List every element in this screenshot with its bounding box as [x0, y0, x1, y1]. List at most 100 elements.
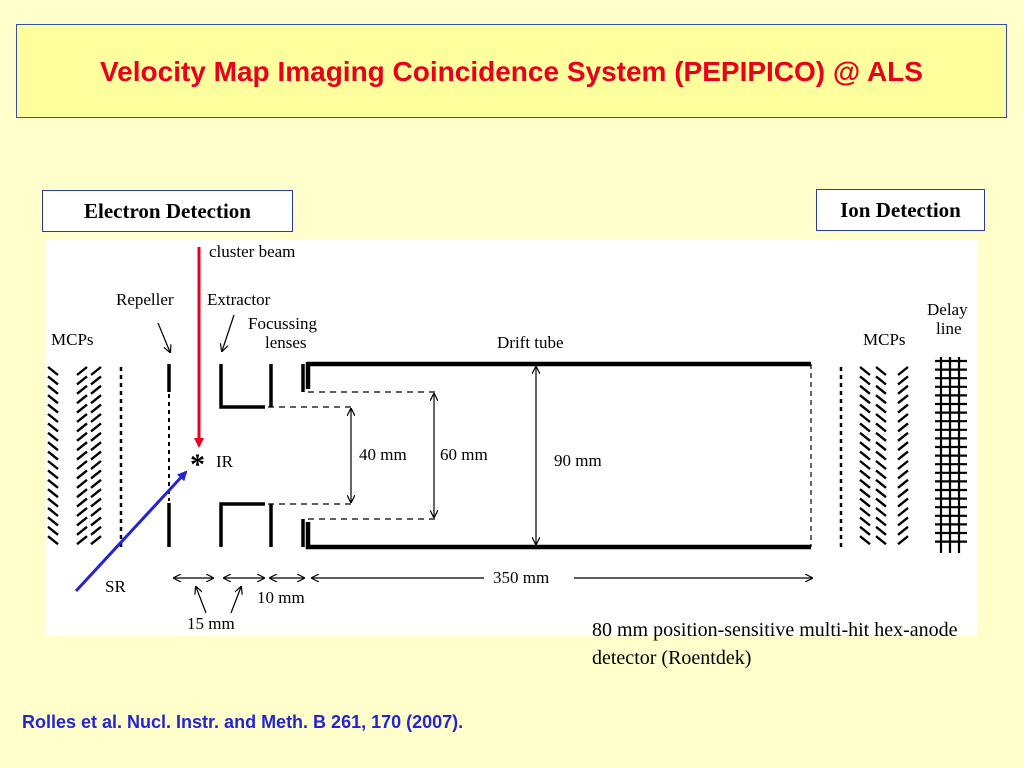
mcp-left-b-5: [76, 413, 88, 423]
mcp-left-c-18: [90, 535, 102, 546]
mcps-left-label: MCPs: [51, 330, 94, 349]
mcp-right-a-1: [859, 375, 871, 386]
mcp-left-c-0: [90, 366, 102, 376]
mcp-right-c-1: [897, 375, 909, 386]
mcp-left-c-6: [90, 422, 102, 433]
dim-10-label: 10 mm: [257, 588, 305, 607]
repeller-label: Repeller: [116, 290, 174, 309]
mcp-left-b-18: [76, 535, 88, 546]
mcp-right-b-1: [875, 375, 887, 386]
dim-15-leader-left: [196, 587, 207, 614]
mcp-right-a-10: [859, 460, 871, 470]
mcp-left-a-9: [47, 450, 59, 461]
mcp-left-b-6: [76, 422, 88, 433]
mcp-right-c-11: [897, 469, 909, 480]
mcp-right-c-15: [897, 507, 909, 517]
mcp-right-b-12: [875, 478, 887, 489]
mcp-right-c-10: [897, 460, 909, 470]
mcp-left-c-11: [90, 469, 102, 480]
detector-note: 80 mm position-sensitive multi-hit hex-a…: [592, 619, 958, 669]
mcp-left-a-13: [47, 488, 59, 499]
mcp-right-b-0: [875, 366, 887, 376]
mcp-left-a-17: [47, 525, 59, 536]
mcp-right-a-0: [859, 366, 871, 376]
mcp-left-b-3: [76, 394, 88, 405]
mcp-left-b-1: [76, 375, 88, 386]
mcp-left-b-17: [76, 525, 88, 536]
mcp-left-c-15: [90, 507, 102, 517]
mcp-left-c-5: [90, 413, 102, 423]
dim-40-label: 40 mm: [359, 445, 407, 464]
mcp-left-c-13: [90, 488, 102, 499]
mcp-left-c-14: [90, 497, 102, 508]
repeller-leader: [157, 322, 170, 352]
delay-line-grid: [935, 357, 967, 553]
mcp-left-a-3: [47, 394, 59, 405]
mcp-right-a-16: [859, 516, 871, 527]
electron-detection-label: Electron Detection: [42, 190, 293, 232]
mcp-right-c-9: [897, 450, 909, 461]
focussing-label-line2: lenses: [265, 333, 307, 352]
mcp-right-c-16: [897, 516, 909, 527]
mcp-right-a-15: [859, 507, 871, 517]
mcp-right-b-13: [875, 488, 887, 499]
mcp-left-a-6: [47, 422, 59, 433]
mcp-right-a-14: [859, 497, 871, 508]
mcp-left-c-12: [90, 478, 102, 489]
ir-label: IR: [216, 452, 234, 471]
mcp-left-a-5: [47, 413, 59, 423]
mcp-left-b-16: [76, 516, 88, 527]
dim-15-label: 15 mm: [187, 614, 235, 633]
mcp-right-c-12: [897, 478, 909, 489]
mcp-left-a-4: [47, 403, 59, 414]
mcp-left-a-2: [47, 384, 59, 395]
mcp-right-b-8: [875, 441, 887, 452]
mcp-right-c-8: [897, 441, 909, 452]
mcp-left-c-1: [90, 375, 102, 386]
mcp-left-c-10: [90, 460, 102, 470]
mcp-left-a-10: [47, 460, 59, 470]
title-box: Velocity Map Imaging Coincidence System …: [16, 24, 1007, 118]
mcp-right-c-5: [897, 413, 909, 423]
mcp-right-c-7: [897, 431, 909, 442]
mcp-right-b-16: [875, 516, 887, 527]
mcp-right-b-11: [875, 469, 887, 480]
mcp-left-c-2: [90, 384, 102, 395]
mcp-right-a-2: [859, 384, 871, 395]
mcp-right-c-3: [897, 394, 909, 405]
mcp-left-c-3: [90, 394, 102, 405]
dim-60-label: 60 mm: [440, 445, 488, 464]
mcp-left-b-9: [76, 450, 88, 461]
mcp-left-b-8: [76, 441, 88, 452]
mcp-right-a-9: [859, 450, 871, 461]
mcp-right-b-18: [875, 535, 887, 546]
slide-title: Velocity Map Imaging Coincidence System …: [100, 55, 923, 87]
mcp-right-c-14: [897, 497, 909, 508]
right-mcp-stack: [859, 366, 909, 546]
mcp-right-c-2: [897, 384, 909, 395]
mcp-left-b-2: [76, 384, 88, 395]
mcp-left-a-18: [47, 535, 59, 546]
mcp-right-c-0: [897, 366, 909, 376]
diagram-panel: [46, 239, 977, 636]
ion-detection-label: Ion Detection: [816, 189, 985, 231]
mcp-right-b-14: [875, 497, 887, 508]
mcp-right-b-7: [875, 431, 887, 442]
extractor-leader: [222, 314, 235, 351]
mcp-right-a-7: [859, 431, 871, 442]
mcp-right-a-13: [859, 488, 871, 499]
mcp-left-b-13: [76, 488, 88, 499]
cluster-beam-label: cluster beam: [209, 242, 295, 261]
mcp-right-b-10: [875, 460, 887, 470]
mcp-right-b-2: [875, 384, 887, 395]
mcps-right-label: MCPs: [863, 330, 906, 349]
mcp-right-a-11: [859, 469, 871, 480]
mcp-left-b-14: [76, 497, 88, 508]
mcp-left-b-7: [76, 431, 88, 442]
drift-tube-label: Drift tube: [497, 333, 564, 352]
drift-tube: [305, 361, 812, 550]
vmi-schematic-diagram: cluster beam Repeller Extractor Focussin…: [46, 239, 977, 636]
focussing-label-line1: Focussing: [248, 314, 317, 333]
mcp-right-b-9: [875, 450, 887, 461]
mcp-left-b-4: [76, 403, 88, 414]
